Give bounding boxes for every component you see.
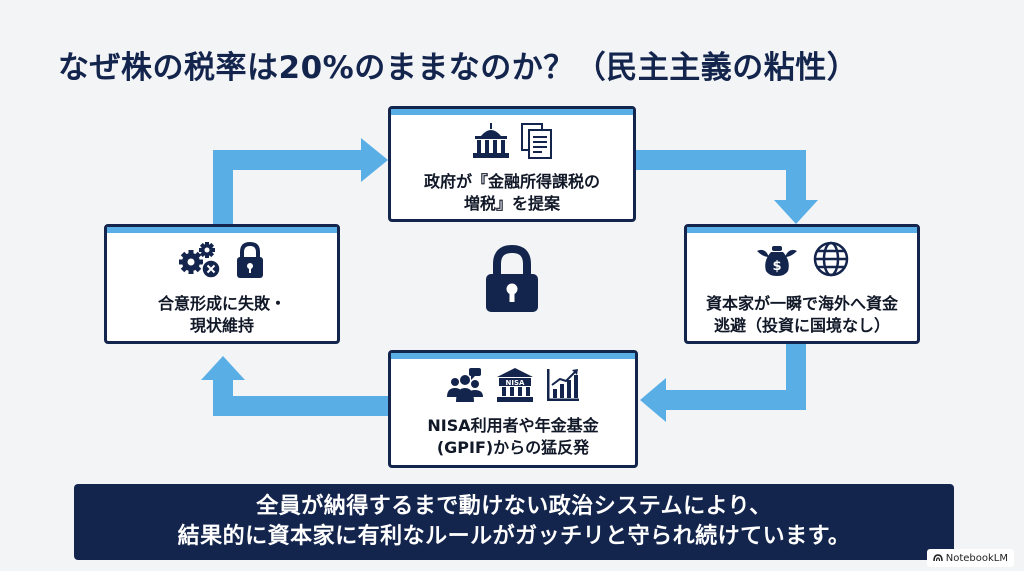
notebooklm-badge: NotebookLM [926,549,1014,567]
node-label-line: (GPIF)からの猛反発 [436,438,590,457]
node-label-line: 政府が『金融所得課税の [423,172,600,191]
nisa-icon-text: NISA [506,379,526,387]
conclusion-line: 結果的に資本家に有利なルールがガッチリと守られ続けています。 [177,524,851,549]
node-label-line: 現状維持 [189,316,254,335]
node-label-line: 逃避（投資に国境なし） [713,316,890,335]
money-bag-flying-icon: $ [755,241,799,281]
large-padlock-icon [484,244,540,318]
growth-chart-icon [545,367,581,407]
gears-failure-icon [178,241,222,283]
node-label-line: 増税』を提案 [463,194,560,213]
watermark-text: NotebookLM [945,552,1008,564]
node-label: 資本家が一瞬で海外へ資金 逃避（投資に国境なし） [687,293,917,337]
node-label: 合意形成に失敗・ 現状維持 [107,293,337,337]
page-title: なぜ株の税率は20%のままなのか？（民主主義の粘性） [58,50,859,86]
node-label-line: 資本家が一瞬で海外へ資金 [705,294,898,313]
conclusion-banner: 全員が納得するまで動けない政治システムにより、 結果的に資本家に有利なルールがガ… [74,484,954,560]
node-accent-bar [687,227,917,233]
padlock-icon [234,241,266,283]
globe-icon [813,241,849,281]
node-label-line: NISA利用者や年金基金 [427,416,599,435]
node-label-line: 合意形成に失敗・ [157,294,286,313]
node-accent-bar [391,109,633,115]
svg-text:$: $ [772,259,781,274]
notebooklm-logo-icon [933,554,943,562]
government-building-icon [471,123,511,163]
node-label: NISA利用者や年金基金 (GPIF)からの猛反発 [391,415,635,459]
nisa-bank-icon: NISA [495,367,535,407]
node-capital-flight: $ 資本家が一瞬で海外へ資金 逃避（投資に国境なし） [684,224,920,344]
node-backlash: NISA NISA利用者や年金基金 (GPIF)からの猛反発 [388,350,638,468]
node-accent-bar [391,353,635,359]
node-label: 政府が『金融所得課税の 増税』を提案 [391,171,633,215]
node-proposal: 政府が『金融所得課税の 増税』を提案 [388,106,636,222]
node-accent-bar [107,227,337,233]
conclusion-line: 全員が納得するまで動けない政治システムにより、 [256,494,772,519]
people-group-icon [445,367,485,407]
document-icon [521,123,553,163]
node-status-quo: 合意形成に失敗・ 現状維持 [104,224,340,344]
